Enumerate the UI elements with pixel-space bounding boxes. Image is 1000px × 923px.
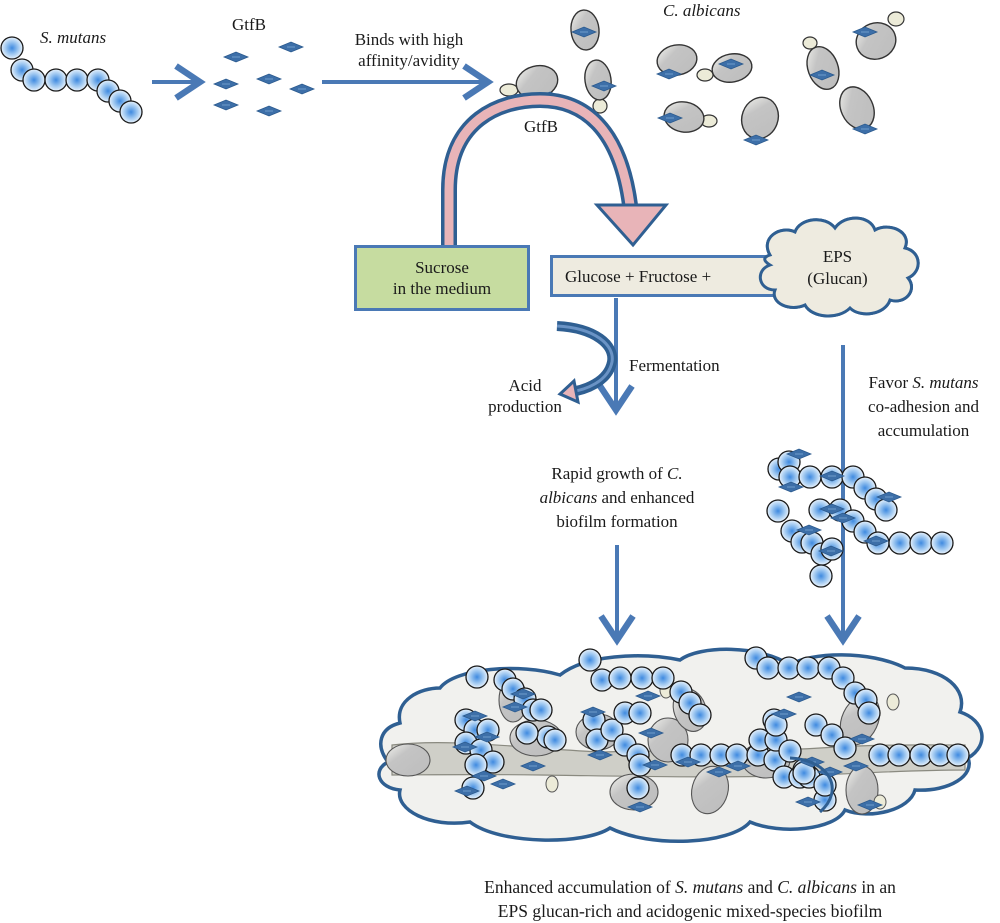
acid-line2: production <box>488 397 562 416</box>
favor-line3: accumulation <box>877 421 970 440</box>
conclusion-caption: Enhanced accumulation of S. mutans and C… <box>420 875 960 923</box>
acid-line1: Acid <box>508 376 542 395</box>
binds-label-line2: affinity/avidity <box>358 51 460 70</box>
binds-label: Binds with high affinity/avidity <box>334 29 484 71</box>
favor-line1: Favor S. mutans <box>868 373 979 392</box>
glucose-fructose-text: Glucose + Fructose + <box>565 266 712 286</box>
yeast-cell-icon <box>656 44 698 80</box>
acid-production-arrow <box>556 321 618 405</box>
caption-line2: EPS glucan-rich and acidogenic mixed-spe… <box>497 901 883 921</box>
rapid-growth-label: Rapid growth of C. albicans and enhanced… <box>522 462 712 534</box>
glucose-fructose-box: Glucose + Fructose + <box>550 255 780 297</box>
gtfb-label: GtfB <box>232 15 266 34</box>
sucrose-box: Sucrose in the medium <box>354 245 530 311</box>
acid-production-label: Acid production <box>485 375 565 417</box>
yeast-cell-icon <box>657 101 718 133</box>
mixed-species-biofilm <box>377 646 984 844</box>
eps-line1: EPS <box>822 247 853 266</box>
binds-label-line1: Binds with high <box>354 30 464 49</box>
rapid-line1: Rapid growth of C. <box>551 464 683 483</box>
yeast-cell-icon <box>570 9 600 51</box>
yeast-cell-icon <box>740 96 780 146</box>
caption-line1: Enhanced accumulation of S. mutans and C… <box>484 877 896 897</box>
eps-glucan-label: EPS (Glucan) <box>780 246 895 290</box>
c-albicans-cluster <box>499 9 905 146</box>
c-albicans-label: C. albicans <box>663 1 741 20</box>
yeast-cell-icon <box>696 53 753 83</box>
gtfb-arc-label: GtfB <box>524 117 558 136</box>
yeast-cell-icon <box>584 59 617 114</box>
yeast-cell-icon <box>839 86 878 135</box>
sucrose-line2: in the medium <box>392 279 492 298</box>
yeast-cell-icon <box>802 36 840 91</box>
yeast-cell-icon <box>852 11 905 60</box>
sucrose-line1: Sucrose <box>415 258 469 277</box>
favor-line2: co-adhesion and <box>868 397 979 416</box>
eps-line2: (Glucan) <box>807 269 868 288</box>
favor-s-mutans-label: Favor S. mutans co-adhesion and accumula… <box>856 371 991 443</box>
yeast-cell-icon <box>499 64 563 103</box>
rapid-line2: albicans and enhanced <box>539 488 695 507</box>
rapid-line3: biofilm formation <box>556 512 678 531</box>
fermentation-label: Fermentation <box>629 356 720 375</box>
s-mutans-label: S. mutans <box>40 28 107 47</box>
gtfb-conversion-arrow <box>441 91 670 248</box>
